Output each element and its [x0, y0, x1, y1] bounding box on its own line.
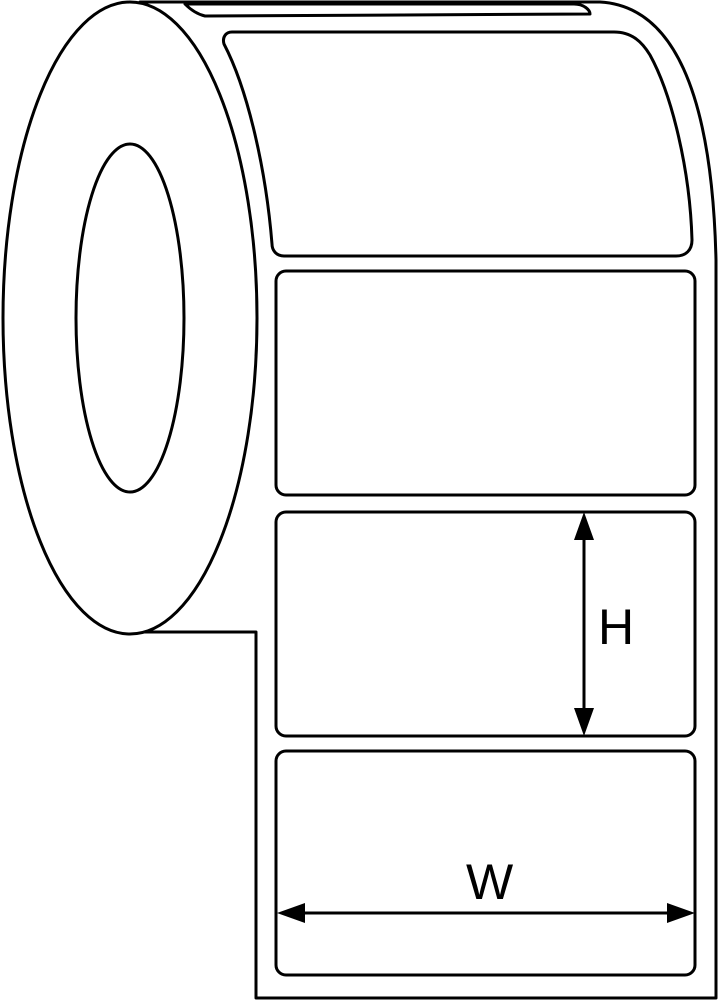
roll-core-hole [74, 142, 186, 494]
label-4 [274, 749, 697, 977]
label-1 [222, 30, 694, 258]
height-arrowhead-bottom [574, 708, 594, 736]
width-arrowhead-left [277, 903, 305, 923]
label-3 [274, 510, 697, 738]
height-label: H [598, 599, 634, 655]
label-top-strip [183, 2, 592, 18]
width-label: W [466, 854, 514, 910]
height-dimension: H [574, 512, 634, 736]
width-dimension: W [277, 854, 695, 923]
height-arrowhead-top [574, 512, 594, 540]
label-2 [274, 269, 697, 497]
width-arrowhead-right [667, 903, 695, 923]
